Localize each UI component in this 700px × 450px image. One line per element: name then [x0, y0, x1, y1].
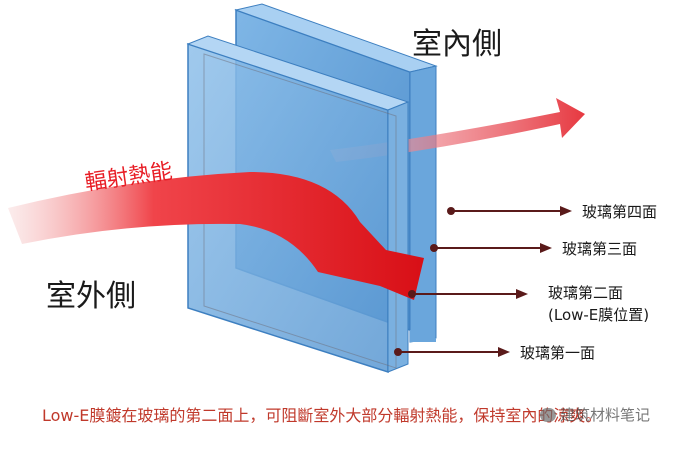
pointer-surface3: [430, 243, 552, 253]
surface4-label: 玻璃第四面: [582, 203, 657, 221]
watermark: 建筑材料笔记: [560, 406, 651, 424]
pointer-surface1: [394, 347, 510, 357]
indoor-side-label: 室內側: [412, 27, 502, 62]
caption-text: Low-E膜鍍在玻璃的第二面上，可阻斷室外大部分輻射熱能，保持室內的涼爽。: [42, 406, 602, 425]
radiant-heat-arrow: [8, 172, 424, 300]
wechat-logo-icon: [540, 408, 556, 422]
surface3-label: 玻璃第三面: [562, 240, 637, 258]
surface1-label: 玻璃第一面: [520, 344, 595, 362]
surface2-label: 玻璃第二面: [548, 284, 623, 302]
outdoor-side-label: 室外側: [46, 279, 136, 314]
pointer-surface4: [447, 206, 572, 216]
pointer-surface2: [408, 289, 528, 299]
surface2-note-label: (Low-E膜位置): [548, 306, 649, 324]
